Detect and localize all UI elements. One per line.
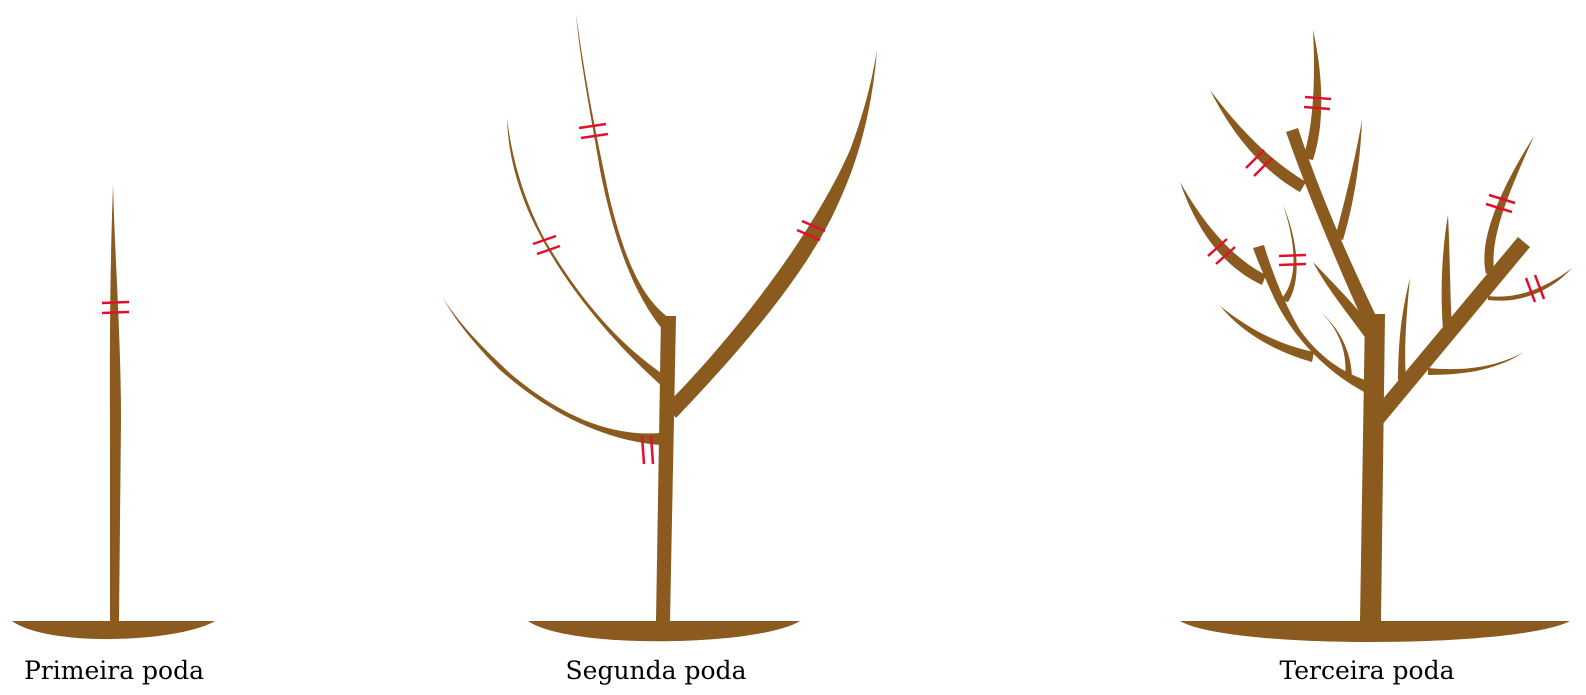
tree-stage-1 [12, 185, 215, 639]
cut-mark [1246, 150, 1272, 176]
trunk [110, 185, 121, 621]
branch-left-upper [1286, 128, 1378, 330]
branch-left-upper [507, 118, 664, 388]
branch-top [576, 14, 672, 330]
branch-left-lower [443, 298, 660, 445]
shoot [1335, 120, 1362, 240]
shoot [1303, 30, 1321, 160]
shoot [1280, 205, 1297, 302]
cut-mark [1526, 275, 1544, 302]
stage-caption: Segunda poda [566, 655, 747, 687]
stage-caption: Primeira poda [24, 655, 204, 687]
tree-stage-2 [443, 14, 877, 641]
shoot [1180, 182, 1266, 285]
cut-mark [1279, 255, 1306, 265]
soil-mound [12, 621, 215, 639]
branch-right [666, 50, 877, 418]
trunk [656, 316, 676, 621]
tree-stage-3 [1180, 30, 1572, 642]
soil-mound [1180, 621, 1570, 642]
stage-caption: Terceira poda [1279, 655, 1454, 687]
soil-mound [528, 621, 800, 641]
branch-right [1372, 237, 1530, 425]
shoot [1428, 352, 1524, 375]
shoot [1398, 278, 1410, 380]
trunk [1360, 314, 1385, 621]
shoot [1442, 215, 1452, 330]
